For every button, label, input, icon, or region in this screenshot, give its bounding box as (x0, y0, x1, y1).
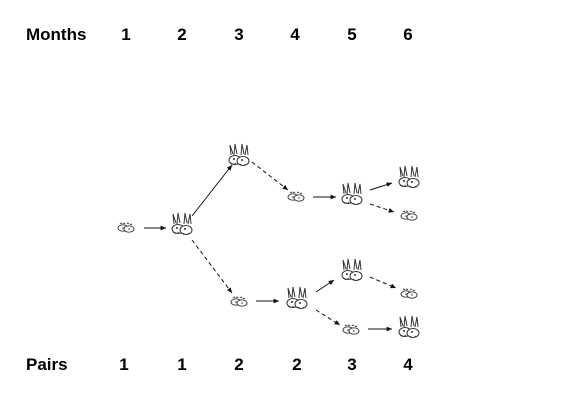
edge-ages (369, 182, 393, 191)
young-rabbit-pair-icon (287, 191, 305, 202)
edge-offspring (251, 161, 289, 191)
month-number: 2 (177, 25, 187, 44)
adult-rabbit-pair-icon (341, 258, 363, 281)
month-number: 5 (347, 25, 357, 44)
edge-ages (315, 279, 335, 293)
pair-count: 2 (292, 355, 302, 374)
adult-rabbit-pair-icon (341, 182, 363, 205)
adult-rabbit-pair-icon (171, 212, 193, 235)
months-label: Months (26, 25, 87, 44)
edge-offspring (315, 309, 341, 326)
month-number: 1 (121, 25, 131, 44)
young-rabbit-pair-icon (230, 296, 248, 307)
young-rabbit-pair-icon (400, 210, 418, 221)
month-number: 6 (403, 25, 413, 44)
month-number: 3 (234, 25, 244, 44)
adult-rabbit-pair-icon (398, 315, 420, 338)
pair-count: 4 (403, 355, 413, 374)
edge-ages (191, 164, 233, 217)
pairs-label: Pairs (26, 355, 68, 374)
pair-count: 1 (119, 355, 129, 374)
young-rabbit-pair-icon (400, 288, 418, 299)
pair-count: 1 (177, 355, 187, 374)
young-rabbit-pair-icon (117, 222, 135, 233)
month-number: 4 (290, 25, 300, 44)
adult-rabbit-pair-icon (228, 143, 250, 166)
edge-offspring (191, 239, 233, 294)
edge-offspring (369, 276, 397, 289)
pair-count: 2 (234, 355, 244, 374)
adult-rabbit-pair-icon (398, 165, 420, 188)
pair-count: 3 (347, 355, 357, 374)
edge-offspring (369, 203, 395, 213)
adult-rabbit-pair-icon (286, 286, 308, 309)
young-rabbit-pair-icon (342, 324, 360, 335)
